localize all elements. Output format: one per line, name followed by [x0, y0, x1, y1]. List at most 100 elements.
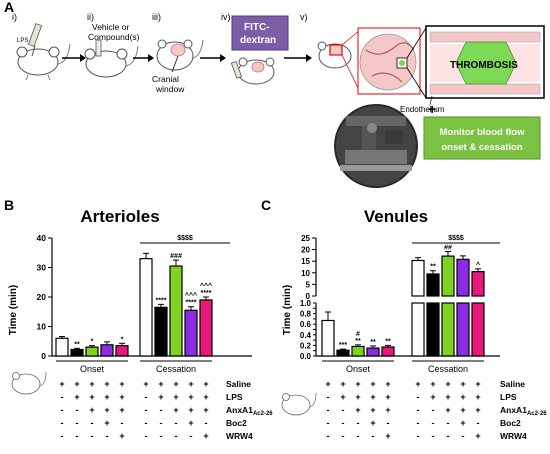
- onset-bar: [55, 337, 69, 357]
- lps-tube-label: LPS: [17, 38, 28, 44]
- treatment-sign: +: [173, 379, 178, 389]
- cessation-sig-label: ****: [186, 300, 197, 307]
- treatment-sign: +: [74, 379, 79, 389]
- treatment-sign: +: [104, 392, 109, 402]
- treatment-sign: +: [385, 392, 390, 402]
- treatment-sign: +: [188, 418, 193, 428]
- cessation-bar-lower: [471, 302, 485, 357]
- thrombosis-diagram: THROMBOSIS: [425, 25, 545, 99]
- treatment-sign: +: [340, 379, 345, 389]
- syringe-icon: [230, 60, 243, 79]
- treatment-sign: -: [477, 418, 480, 428]
- onset-bar: [85, 346, 99, 357]
- panel-a: A i) ii) iii) iv) v) LPS Vehicle or Comp…: [4, 0, 545, 188]
- fitc-box: [231, 15, 289, 51]
- bracket-label: $$$$: [448, 235, 464, 242]
- bracket-label: $$$$: [177, 235, 193, 242]
- treatment-sign: +: [143, 379, 148, 389]
- monitor-text-2: onset & cessation: [441, 142, 522, 153]
- treatment-sign: +: [158, 392, 163, 402]
- arrow-icon: [133, 54, 154, 62]
- treatment-sign: +: [203, 405, 208, 415]
- cessation-sig-label: ##: [444, 244, 452, 251]
- onset-bar: [381, 346, 395, 357]
- treatment-sign: -: [417, 405, 420, 415]
- cessation-bar: [471, 271, 485, 297]
- treatment-sign: +: [475, 392, 480, 402]
- step-label-iii: iii): [152, 12, 161, 22]
- treatment-sign: -: [417, 418, 420, 428]
- treatment-sign: -: [432, 418, 435, 428]
- y-tick-label: 20: [301, 246, 310, 255]
- treatment-sign: -: [417, 431, 420, 441]
- treatment-sign: -: [160, 418, 163, 428]
- treatment-label: Boc2: [226, 418, 247, 428]
- treatment-sign: +: [385, 379, 390, 389]
- onset-bar: [336, 349, 350, 357]
- treatment-sign: -: [61, 392, 64, 402]
- y-tick-label: 0.4: [300, 331, 312, 340]
- cessation-sig-label: ^^^: [185, 292, 197, 300]
- treatment-sign: +: [173, 392, 178, 402]
- treatment-sign: -: [106, 431, 109, 441]
- treatment-sign: +: [385, 431, 390, 441]
- treatment-sign: +: [203, 431, 208, 441]
- onset-sig-label: *: [91, 339, 94, 346]
- treatment-subscript: Ac2-26: [253, 411, 273, 417]
- treatment-sign: +: [355, 392, 360, 402]
- cessation-bar: [456, 258, 470, 297]
- treatment-sign: -: [145, 392, 148, 402]
- treatment-sign: +: [355, 405, 360, 415]
- cessation-bar: [411, 259, 425, 297]
- treatment-label: Saline: [226, 379, 251, 389]
- treatment-sign: +: [370, 379, 375, 389]
- treatment-sign: +: [188, 379, 193, 389]
- treatment-sign: -: [342, 431, 345, 441]
- treatment-sign: +: [104, 405, 109, 415]
- treatment-sign: +: [445, 392, 450, 402]
- treatment-sign: +: [430, 392, 435, 402]
- treatment-sign: -: [121, 418, 124, 428]
- monitor-text-1: Monitor blood flow: [440, 127, 526, 138]
- thrombosis-label: THROMBOSIS: [450, 60, 518, 71]
- arrow-icon: [200, 54, 226, 62]
- cessation-bar-lower: [441, 302, 455, 357]
- mouse-icon: [16, 43, 71, 81]
- treatment-sign: +: [203, 392, 208, 402]
- treatment-sign: +: [119, 392, 124, 402]
- vehicle-text-1: Vehicle or: [92, 22, 129, 32]
- chart-b-ylabel: Time (min): [8, 285, 19, 335]
- onset-sig-label: **: [385, 338, 391, 345]
- treatment-sign: -: [327, 392, 330, 402]
- treatment-sign: -: [76, 418, 79, 428]
- cessation-bar-lower: [456, 302, 470, 357]
- y-tick-label: 40: [37, 233, 47, 243]
- treatment-sign: -: [357, 431, 360, 441]
- panel-c: C Venules Time (min) 05101520250.00.20.4…: [261, 197, 500, 374]
- treatment-sign: -: [357, 418, 360, 428]
- treatment-sign: +: [460, 379, 465, 389]
- treatment-label: AnxA1Ac2-26: [500, 405, 547, 417]
- endothelium-label: Endothelium: [400, 105, 445, 114]
- onset-sig-label: **: [370, 339, 376, 346]
- y-tick-label: 0.6: [300, 320, 312, 329]
- y-tick-label: 1.0: [300, 299, 312, 308]
- treatment-sign: -: [61, 431, 64, 441]
- treatment-sign: -: [205, 418, 208, 428]
- plus-sign: +: [428, 101, 436, 117]
- cessation-bar: [154, 306, 168, 357]
- treatment-sign: -: [327, 405, 330, 415]
- microscope-photo: [334, 104, 418, 188]
- treatment-sign: -: [76, 405, 79, 415]
- y-tick-label: 0: [41, 351, 46, 361]
- cessation-bar-lower: [411, 302, 425, 357]
- mouse-icon: [281, 392, 317, 416]
- treatment-sign: +: [188, 392, 193, 402]
- treatment-sign: +: [370, 418, 375, 428]
- onset-bar: [351, 345, 365, 357]
- cranial-text-2: window: [155, 84, 185, 94]
- treatment-sign: +: [370, 392, 375, 402]
- y-tick-label: 30: [37, 263, 47, 273]
- cessation-bar-lower: [426, 302, 440, 357]
